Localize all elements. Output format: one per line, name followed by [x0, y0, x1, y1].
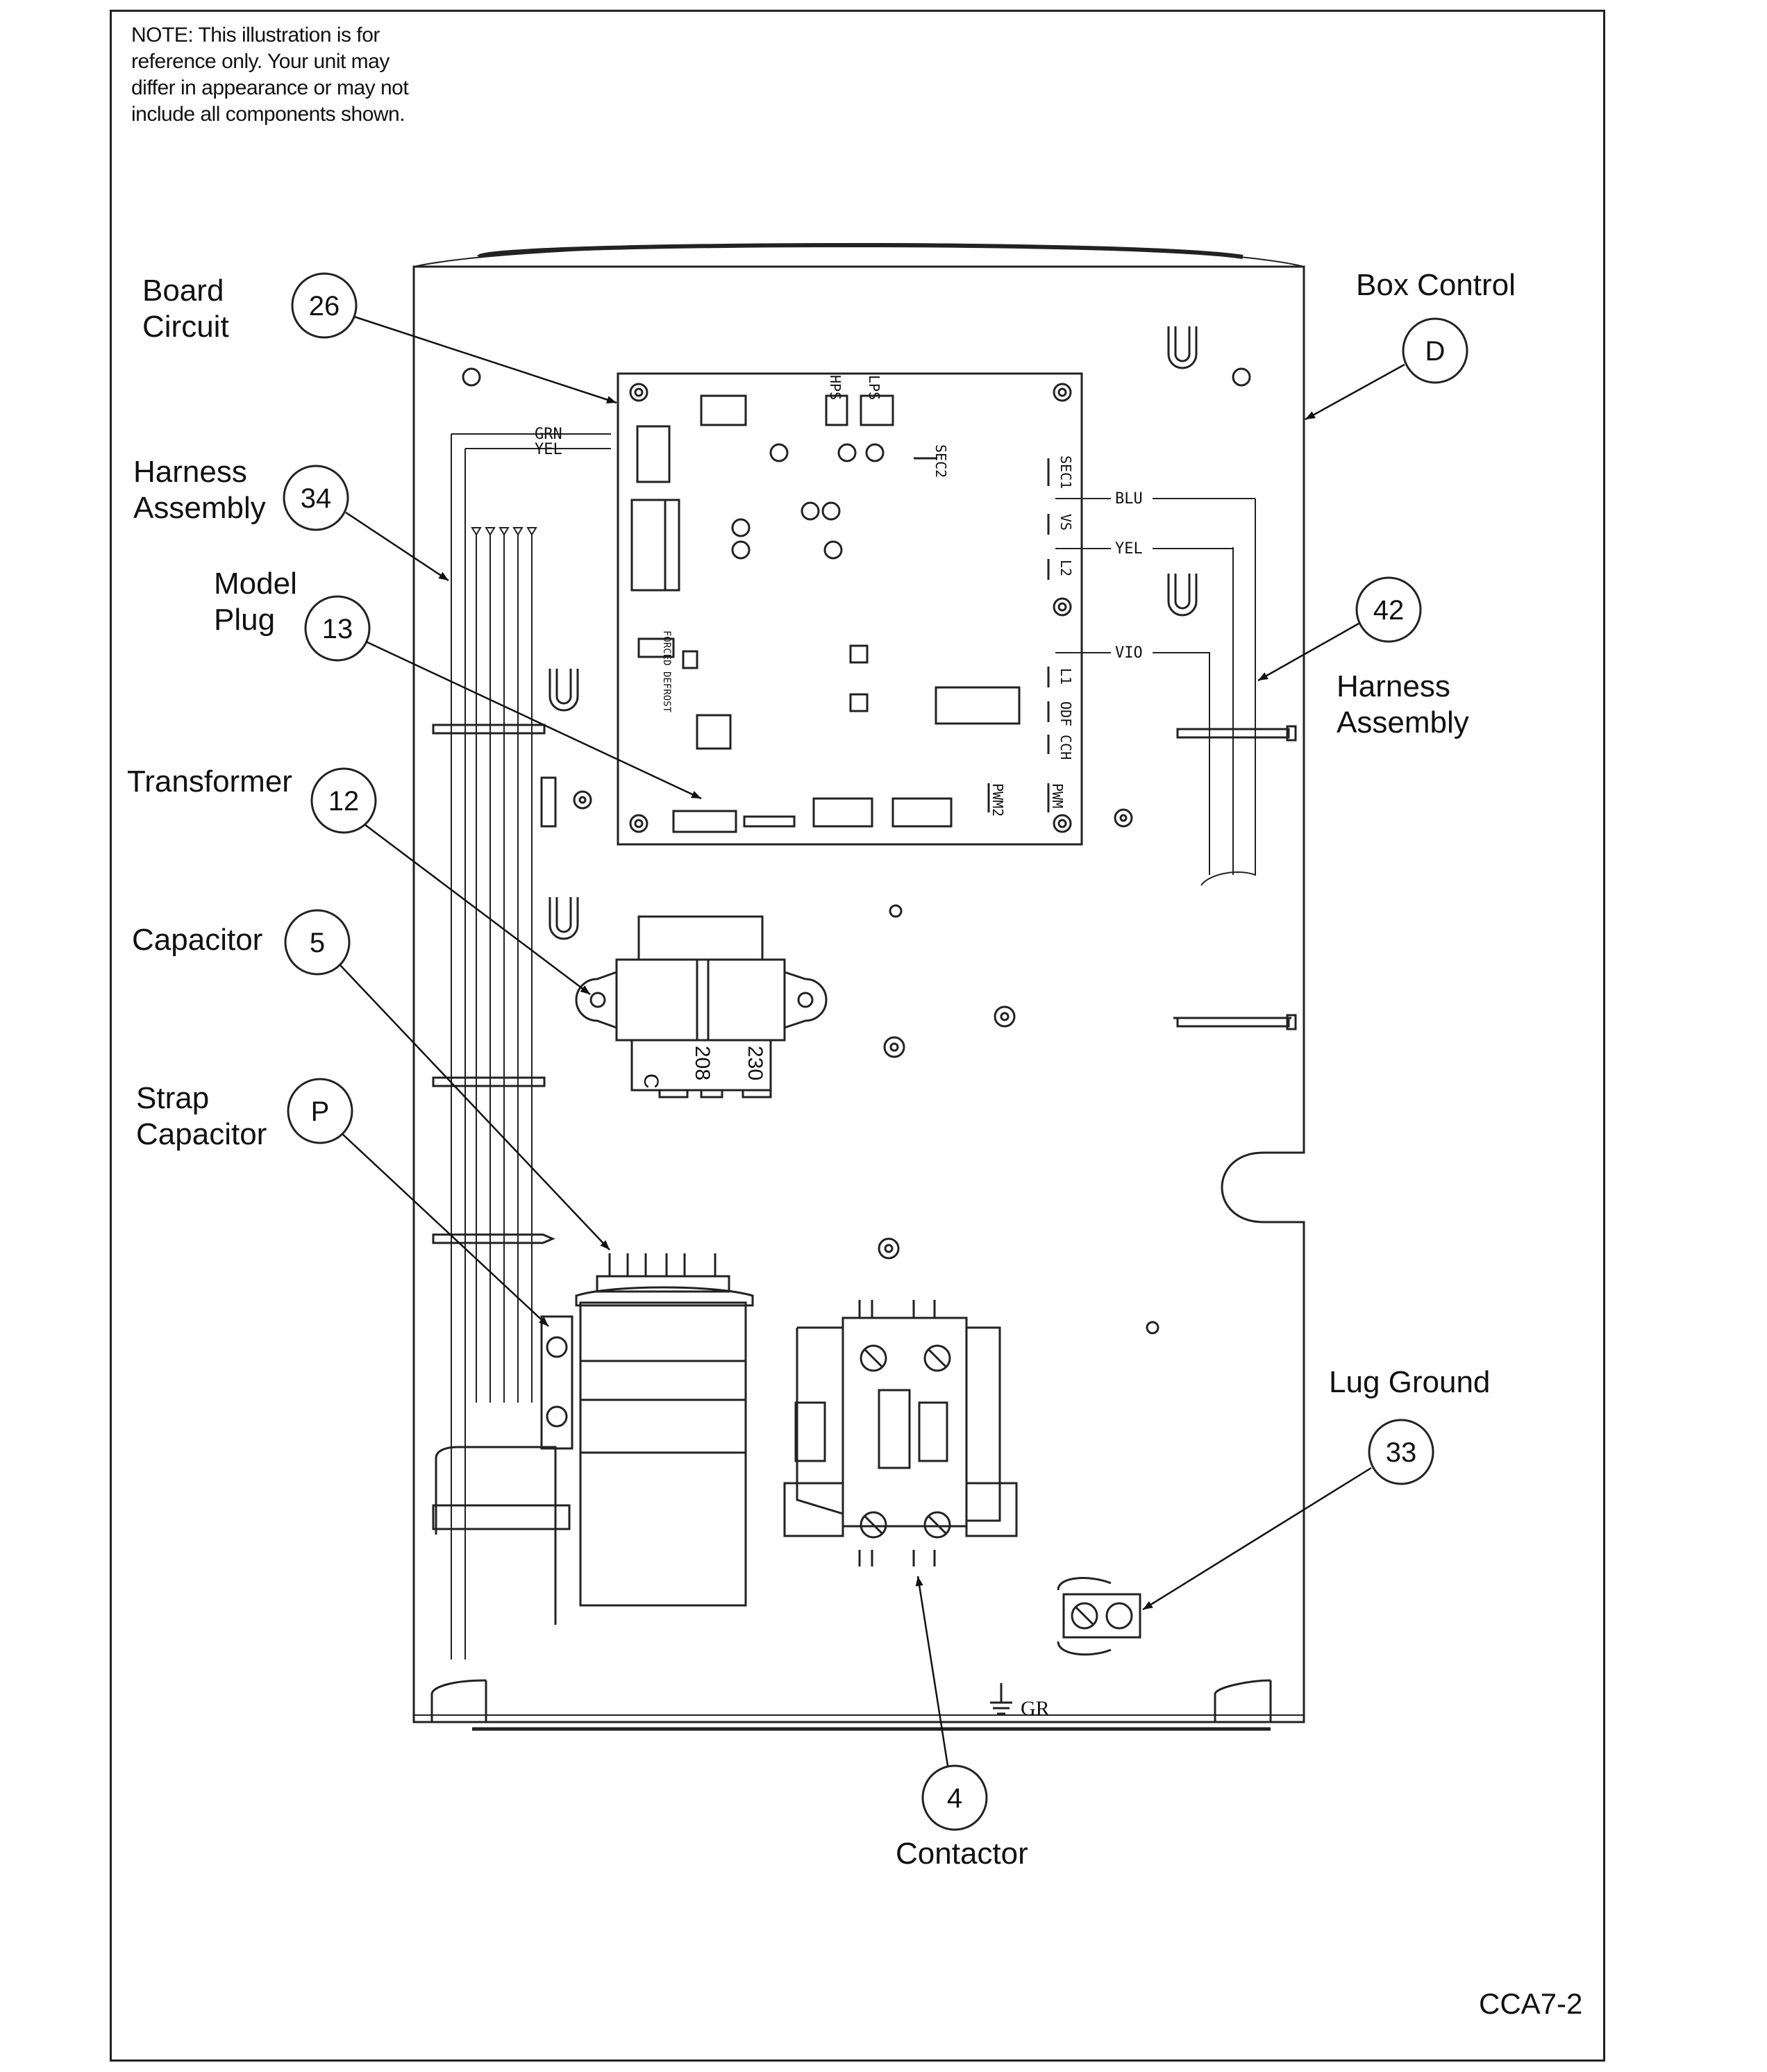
leader-34	[345, 511, 449, 582]
callout-number: 34	[301, 483, 332, 514]
note-line: include all components shown.	[131, 103, 405, 126]
label-strap-capacitor: Strap Capacitor	[136, 1080, 267, 1153]
callout-number: 12	[328, 786, 360, 817]
board-label-hps: HPS	[827, 375, 844, 400]
label-line: Assembly	[133, 491, 266, 525]
label-board-circuit: Board Circuit	[142, 273, 229, 345]
transformer-core	[637, 915, 764, 961]
label-line: Harness	[1337, 669, 1450, 703]
callout-42	[1355, 576, 1422, 643]
contactor-body	[841, 1317, 968, 1528]
board-label-pwm: PWM	[1049, 783, 1066, 808]
label-line: Strap	[136, 1081, 210, 1115]
callout-number: 33	[1386, 1437, 1417, 1468]
callout-number: 5	[310, 928, 325, 958]
leader-42	[1257, 622, 1359, 682]
leader-4	[915, 1576, 949, 1766]
callout-number: 26	[309, 291, 340, 321]
label-capacitor: Capacitor	[132, 922, 262, 958]
callout-12	[310, 767, 377, 834]
wire-label-yel-left: YEL	[535, 441, 562, 458]
callout-4	[921, 1764, 988, 1831]
reference-note: NOTE: This illustration is for reference…	[131, 22, 409, 128]
label-line: Transformer	[127, 765, 292, 799]
note-line: differ in appearance or may not	[131, 76, 409, 99]
wire-label-yel-right: YEL	[1115, 540, 1143, 558]
leader-13	[365, 640, 702, 800]
figure-id: CCA7-2	[1479, 1987, 1583, 2020]
label-line: Assembly	[1337, 705, 1469, 740]
callout-34	[283, 465, 349, 531]
leader-26	[353, 315, 617, 404]
wire-label-blu: BLU	[1115, 490, 1143, 508]
figure-frame	[110, 10, 1605, 2062]
note-line: reference only. Your unit may	[131, 50, 390, 73]
board-label-pwm2: PWM2	[989, 783, 1006, 817]
leader-p	[342, 1134, 549, 1327]
callout-number: P	[311, 1096, 330, 1127]
board-label-cch: CCH	[1057, 735, 1074, 760]
label-lug-ground: Lug Ground	[1329, 1364, 1490, 1401]
wire-label-grn: GRN	[535, 426, 562, 443]
board-label-forced-defrost: FORCED DEFROST	[661, 630, 672, 713]
leader-5	[340, 964, 610, 1251]
transformer-terminal-208: 208	[691, 1046, 714, 1080]
label-harness-assembly-right: Harness Assembly	[1337, 669, 1469, 741]
label-harness-assembly-left: Harness Assembly	[133, 454, 266, 526]
label-line: Box Control	[1356, 268, 1516, 302]
label-line: Capacitor	[136, 1117, 267, 1151]
board-label-sec1: SEC1	[1057, 456, 1074, 489]
callout-26	[291, 272, 358, 339]
wire-label-vio: VIO	[1115, 644, 1143, 662]
ground-lug	[1062, 1593, 1141, 1639]
label-contactor: Contactor	[896, 1836, 1028, 1872]
run-capacitor	[579, 1301, 747, 1607]
label-line: Plug	[214, 603, 276, 637]
transformer-terminal-230: 230	[744, 1046, 767, 1080]
label-line: Board	[142, 274, 224, 308]
callout-13	[304, 595, 371, 662]
label-line: Capacitor	[132, 923, 263, 957]
box-panel-outline	[412, 265, 1305, 1723]
callout-5	[284, 909, 351, 976]
label-line: Contactor	[896, 1837, 1028, 1871]
leader-33	[1142, 1467, 1372, 1611]
circuit-board	[617, 372, 1083, 846]
label-transformer: Transformer	[127, 764, 292, 800]
callout-d	[1402, 317, 1468, 384]
callout-number: D	[1425, 336, 1446, 367]
board-label-sec2: SEC2	[932, 444, 949, 478]
callout-number: 42	[1373, 595, 1405, 626]
label-model-plug: Model Plug	[214, 566, 297, 638]
board-label-l1: L1	[1057, 668, 1074, 685]
transformer-terminal-c: C	[639, 1073, 662, 1089]
callout-number: 4	[947, 1783, 962, 1814]
label-line: Model	[214, 567, 297, 601]
note-line: NOTE: This illustration is for	[131, 24, 380, 47]
leader-d	[1305, 363, 1405, 421]
board-label-odf: ODF	[1057, 701, 1074, 726]
label-box-control: Box Control	[1356, 267, 1516, 303]
leader-12	[365, 824, 591, 995]
label-line: Circuit	[142, 310, 229, 344]
callout-33	[1368, 1419, 1434, 1485]
label-line: Harness	[133, 455, 247, 489]
callout-p	[287, 1078, 353, 1144]
label-line: Lug Ground	[1329, 1365, 1491, 1399]
board-label-l2: L2	[1057, 560, 1074, 576]
callout-number: 13	[322, 614, 353, 644]
ground-label: GR	[1021, 1697, 1050, 1720]
board-label-lps: LPS	[866, 375, 882, 400]
board-label-vs: VS	[1057, 514, 1074, 530]
